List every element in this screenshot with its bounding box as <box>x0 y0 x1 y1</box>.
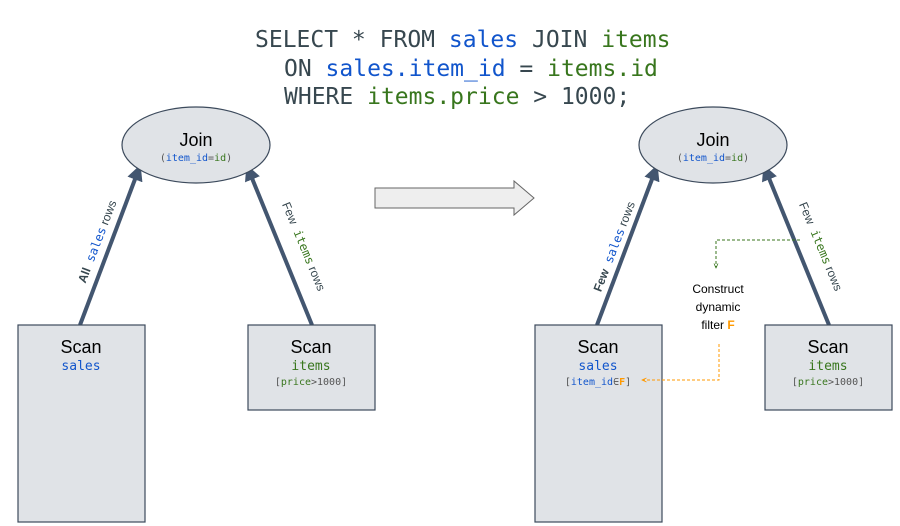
join-condition-right: (item_id=id) <box>677 153 749 164</box>
scan-items-filter-left: [price>1000] <box>275 377 347 388</box>
edge-label-few-items-rows-left: Few items rows <box>279 200 328 293</box>
construct-line-3: filter F <box>701 318 734 332</box>
orange-dashed-arrow <box>642 344 720 380</box>
construct-line-1: Construct <box>692 282 744 296</box>
scan-sales-table-left: sales <box>61 359 100 374</box>
scan-items-title-right: Scan <box>807 337 848 357</box>
scan-items-table-right: items <box>808 359 847 374</box>
green-dashed-arrow <box>716 239 800 268</box>
join-node-right <box>638 106 788 184</box>
query-line-2: ON sales.item_id = items.id <box>284 56 658 82</box>
scan-items-filter-right: [price>1000] <box>792 377 864 388</box>
scan-sales-box-right <box>534 324 663 523</box>
arrow-items-to-join-left <box>245 164 314 326</box>
join-condition-left: (item_id=id) <box>160 153 232 164</box>
right-plan: Join (item_id=id) Scan sales [item_id∈F]… <box>534 106 893 523</box>
sql-query: SELECT * FROM sales JOIN items ON sales.… <box>255 27 670 110</box>
scan-items-title-left: Scan <box>290 337 331 357</box>
join-title-right: Join <box>696 130 729 150</box>
arrow-sales-to-join-right <box>595 164 660 326</box>
scan-sales-dynamic-filter: [item_id∈F] <box>565 377 631 388</box>
query-line-3: WHERE items.price > 1000; <box>284 84 630 110</box>
construct-dynamic-filter-label: Construct dynamic filter F <box>692 282 744 332</box>
scan-items-box-right <box>764 324 893 411</box>
scan-sales-title-left: Scan <box>60 337 101 357</box>
filter-symbol-f: F <box>727 318 734 332</box>
construct-line-2: dynamic <box>696 300 741 314</box>
scan-sales-table-right: sales <box>578 359 617 374</box>
scan-sales-title-right: Scan <box>577 337 618 357</box>
scan-sales-box-left <box>17 324 146 523</box>
scan-items-box-left <box>247 324 376 411</box>
arrow-sales-to-join-left <box>78 164 143 326</box>
join-node-left <box>121 106 271 184</box>
arrow-items-to-join-right <box>762 164 831 326</box>
edge-label-few-items-rows-right: Few items rows <box>796 200 845 293</box>
left-plan: Join (item_id=id) Scan sales Scan items … <box>17 106 376 523</box>
scan-items-table-left: items <box>291 359 330 374</box>
query-line-1: SELECT * FROM sales JOIN items <box>255 27 670 53</box>
join-title-left: Join <box>179 130 212 150</box>
transform-arrow <box>374 179 535 217</box>
